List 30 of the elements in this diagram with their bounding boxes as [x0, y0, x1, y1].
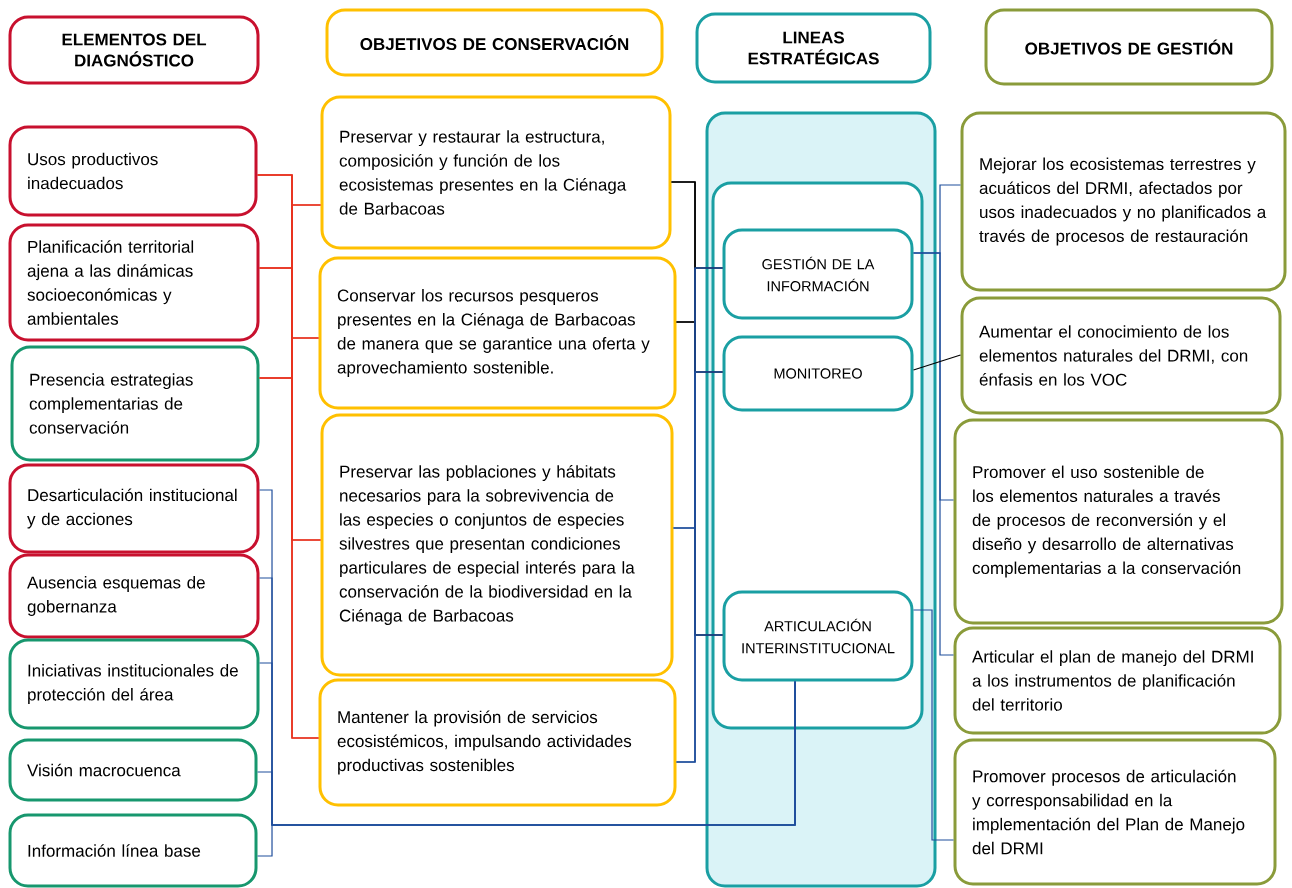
text-box: Articular el plan de manejo del DRMI a los instrumentos de planificación del territorio	[953, 626, 1282, 735]
text-box: Desarticulación institucional y de acciones	[8, 463, 260, 554]
strategy-box: GESTIÓN DE LA INFORMACIÓN	[722, 228, 914, 320]
column-header-box: OBJETIVOS DE GESTIÓN	[984, 8, 1274, 86]
text-box: Aumentar el conocimiento de los elementos naturales del DRMI, con énfasis en los VOC	[960, 296, 1282, 415]
text-box: Mantener la provisión de servicios ecosistémicos, impulsando actividades productivas sostenibles	[318, 678, 677, 807]
text-box: Iniciativas institucionales de protección del área	[8, 638, 260, 730]
text-box: Planificación territorial ajena a las dinámicas socioeconómicas y ambientales	[8, 223, 260, 342]
text-box: Conservar los recursos pesqueros presentes en la Ciénaga de Barbacoas de manera que se garantice una oferta y aprovechamiento sostenible.	[318, 256, 677, 410]
text-box: Mejorar los ecosistemas terrestres y acuáticos del DRMI, afectados por usos inadecuados y no planificados a través de procesos de restauración	[960, 111, 1287, 292]
column-header-box: LINEAS ESTRATÉGICAS	[695, 12, 932, 84]
text-box: Visión macrocuenca	[8, 738, 258, 802]
text-box: Preservar las poblaciones y hábitats necesarios para la sobrevivencia de las especies o conjuntos de especies silvestres que presentan condiciones particulares de especial interés para la conservación de la biodiversidad en la Ciénaga de Barbacoas	[320, 413, 674, 677]
connector-line	[675, 634, 724, 763]
connector-line	[256, 680, 796, 857]
text-box: Presencia estrategias complementarias de conservación	[10, 345, 260, 462]
text-box: Información línea base	[8, 813, 258, 888]
column-header-box: OBJETIVOS DE CONSERVACIÓN	[325, 8, 664, 77]
strategy-box: MONITOREO	[722, 335, 914, 412]
connector-line	[258, 377, 320, 739]
connector-line	[912, 252, 955, 656]
connector-line	[912, 609, 955, 841]
text-box: Usos productivos inadecuados	[8, 125, 258, 217]
column-header-box: ELEMENTOS DEL DIAGNÓSTICO	[8, 15, 260, 85]
connector-line	[912, 354, 962, 371]
text-box: Promover el uso sostenible de los elementos naturales a través de procesos de reconversión y el diseño y desarrollo de alternativas complementarias a la conservación	[953, 418, 1284, 625]
text-box: Preservar y restaurar la estructura, composición y función de los ecosistemas presentes en la Ciénaga de Barbacoas	[320, 95, 672, 250]
text-box: Ausencia esquemas de gobernanza	[8, 553, 260, 639]
text-box: Promover procesos de articulación y corresponsabilidad en la implementación del Plan de Manejo del DRMI	[953, 738, 1277, 886]
strategy-box: ARTICULACIÓN INTERINSTITUCIONAL	[722, 590, 914, 682]
